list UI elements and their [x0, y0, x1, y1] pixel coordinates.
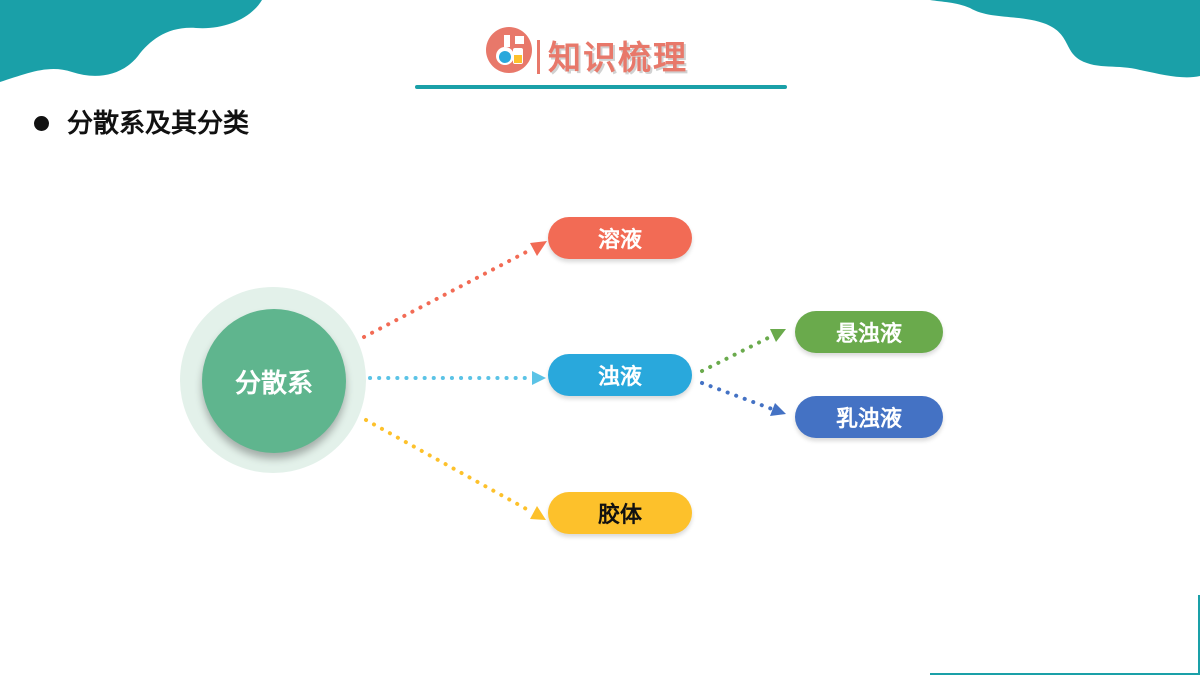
arrow-center-to-solution — [362, 247, 534, 339]
node-colloid: 胶体 — [548, 492, 692, 534]
arrow-turbid-to-suspension — [700, 334, 774, 373]
arrowhead-suspension — [770, 329, 786, 342]
arrow-turbid-to-emulsion — [700, 381, 774, 411]
bullet-icon — [34, 116, 49, 131]
bottom-border-line — [930, 673, 1200, 675]
corner-wave-left — [0, 0, 262, 82]
arrowhead-solution — [530, 241, 547, 256]
node-suspension: 悬浊液 — [795, 311, 943, 353]
header-underline — [415, 85, 787, 89]
slide-header: 知识梳理 — [415, 26, 787, 94]
arrowhead-colloid — [530, 506, 546, 520]
arrowhead-emulsion — [770, 403, 786, 416]
node-emulsion: 乳浊液 — [795, 396, 943, 438]
arrowhead-turbid — [532, 371, 546, 385]
chemistry-flask-icon — [485, 26, 533, 78]
header-divider — [537, 40, 540, 74]
node-turbid-liquid: 浊液 — [548, 354, 692, 396]
right-border-line — [1198, 595, 1200, 675]
section-heading-text: 分散系及其分类 — [67, 109, 250, 139]
page-title: 知识梳理 — [548, 38, 688, 77]
node-solution: 溶液 — [548, 217, 692, 259]
corner-wave-right — [930, 0, 1200, 78]
arrow-center-to-colloid — [364, 418, 532, 513]
center-node-dispersion-system: 分散系 — [202, 309, 346, 453]
